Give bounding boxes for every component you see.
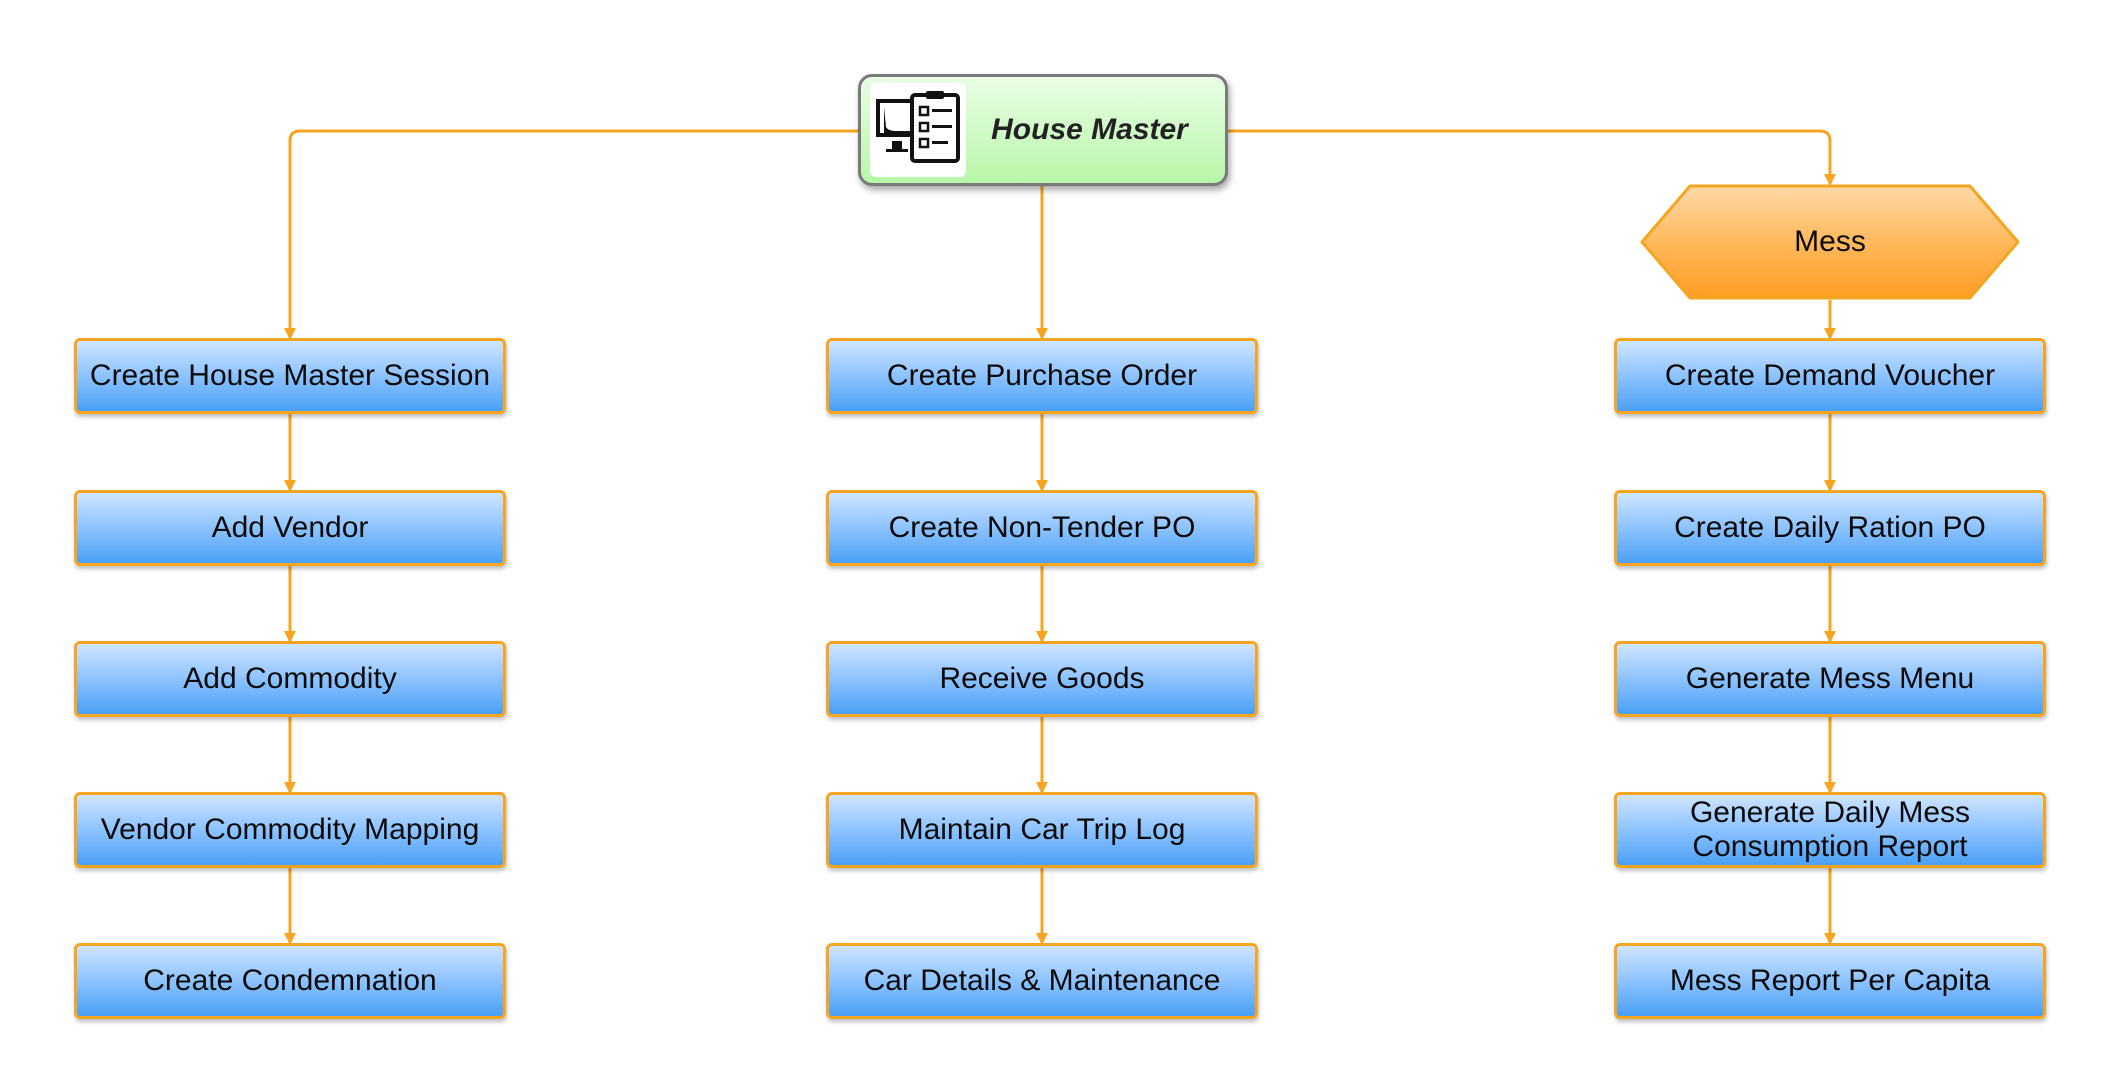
left-step-2-node[interactable]: Add Vendor (74, 490, 506, 566)
right-step-1-node[interactable]: Create Demand Voucher (1614, 338, 2046, 414)
middle-step-2-node[interactable]: Create Non-Tender PO (826, 490, 1258, 566)
checklist-monitor-icon (870, 83, 966, 177)
mess-label: Mess (1794, 225, 1866, 258)
middle-step-4-label: Maintain Car Trip Log (898, 813, 1186, 846)
house-master-node[interactable]: House Master (858, 74, 1228, 186)
middle-step-5-node[interactable]: Car Details & Maintenance (826, 943, 1258, 1019)
middle-step-1-node[interactable]: Create Purchase Order (826, 338, 1258, 414)
right-step-4-label: Generate Daily Mess Consumption Report (1689, 796, 1971, 863)
left-step-1-label: Create House Master Session (89, 359, 491, 392)
right-step-2-label: Create Daily Ration PO (1674, 511, 1986, 544)
right-step-5-node[interactable]: Mess Report Per Capita (1614, 943, 2046, 1019)
right-step-1-label: Create Demand Voucher (1664, 359, 1996, 392)
middle-step-3-label: Receive Goods (939, 662, 1145, 695)
house-master-label: House Master (991, 113, 1188, 146)
connector-root-to-mess (1228, 129, 1836, 186)
mess-node[interactable]: Mess (1640, 184, 2020, 300)
connector-root-to-left (284, 129, 858, 340)
mess-hexagon-shape (1640, 184, 2020, 300)
left-step-4-label: Vendor Commodity Mapping (100, 813, 480, 846)
left-step-5-node[interactable]: Create Condemnation (74, 943, 506, 1019)
left-step-2-label: Add Vendor (211, 511, 369, 544)
middle-step-5-label: Car Details & Maintenance (863, 964, 1221, 997)
middle-step-4-node[interactable]: Maintain Car Trip Log (826, 792, 1258, 868)
left-step-5-label: Create Condemnation (143, 964, 437, 997)
middle-step-3-node[interactable]: Receive Goods (826, 641, 1258, 717)
right-step-2-node[interactable]: Create Daily Ration PO (1614, 490, 2046, 566)
middle-step-1-label: Create Purchase Order (886, 359, 1198, 392)
left-step-1-node[interactable]: Create House Master Session (74, 338, 506, 414)
left-step-3-label: Add Commodity (183, 662, 397, 695)
right-step-4-node[interactable]: Generate Daily Mess Consumption Report (1614, 792, 2046, 868)
right-step-5-label: Mess Report Per Capita (1669, 964, 1991, 997)
middle-step-2-label: Create Non-Tender PO (888, 511, 1196, 544)
right-step-3-label: Generate Mess Menu (1685, 662, 1975, 695)
left-step-4-node[interactable]: Vendor Commodity Mapping (74, 792, 506, 868)
right-step-3-node[interactable]: Generate Mess Menu (1614, 641, 2046, 717)
left-step-3-node[interactable]: Add Commodity (74, 641, 506, 717)
